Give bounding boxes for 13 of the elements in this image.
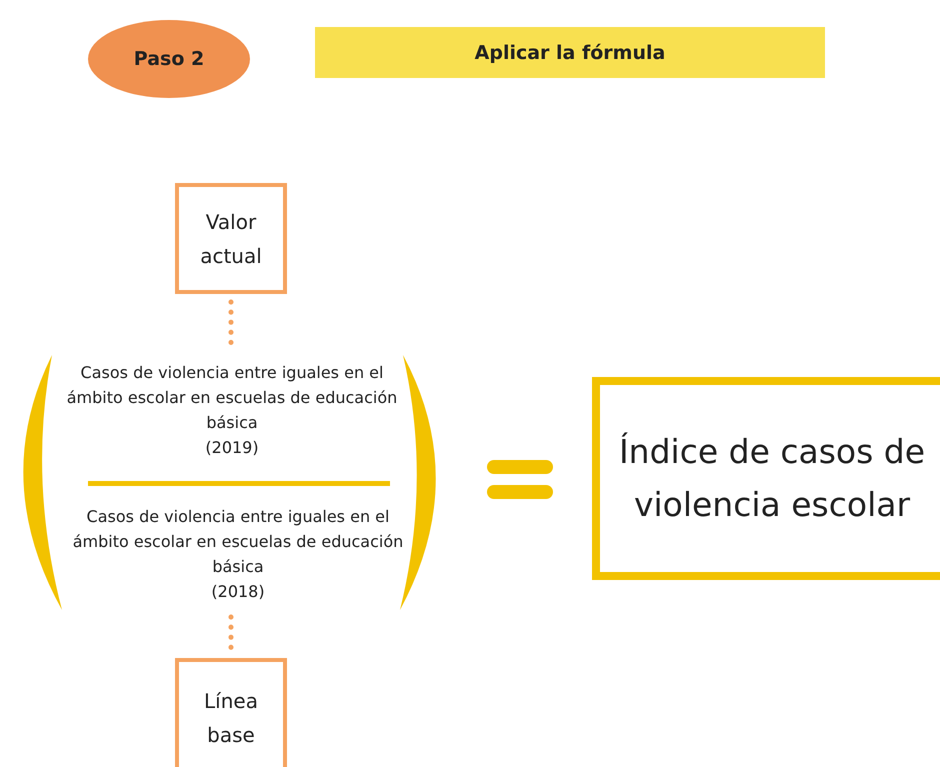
denominator-text: Casos de violencia entre iguales en el ámbito escolar en escuelas de educación básica (72, 506, 404, 578)
term-box (175, 658, 287, 767)
numerator-text: Casos de violencia entre iguales en el ámbito escolar en escuelas de educación básica (66, 362, 398, 434)
year-label: (2018) (211, 580, 265, 603)
term-label: Valor actual (199, 208, 263, 270)
term-box (175, 183, 287, 294)
heading-text: Aplicar la fórmula (474, 42, 666, 64)
result-box (592, 377, 940, 580)
step-label: Paso 2 (134, 48, 204, 70)
result-text: Índice de casos de violencia escolar (618, 430, 926, 526)
year-label: (2019) (205, 436, 259, 459)
term-label: Línea base (203, 688, 259, 749)
heading-band (315, 27, 825, 78)
